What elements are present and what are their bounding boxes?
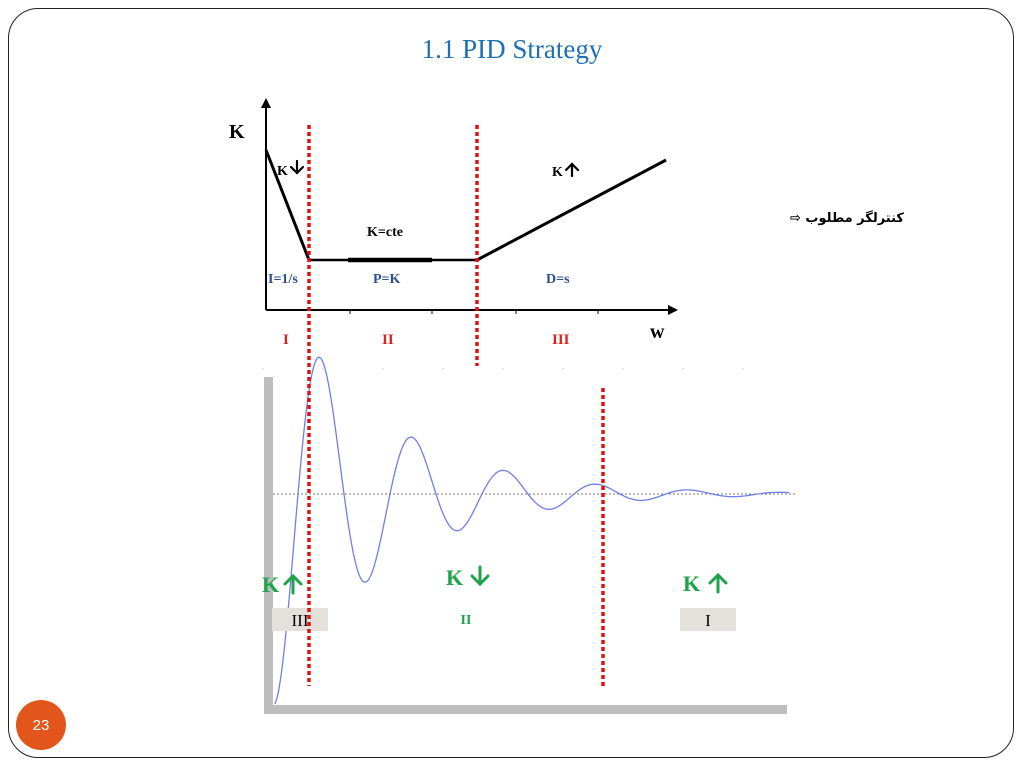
region-label-iii: III [292,611,309,630]
k-up-label-left: K [262,572,279,597]
k-down-label-middle: K [446,565,463,590]
integral-term-label: I=1/s [268,272,298,287]
proportional-term-label: P=K [373,272,401,287]
region-numeral-ii: II [382,332,394,348]
gain-vs-frequency-plot: K w K K=cte K I=1/s P=K D=s I II III کنت… [229,98,904,370]
k-up-label: K [552,165,563,180]
y-axis-label: K [229,121,245,143]
region-label-ii: II [461,613,472,628]
k-down-label: K [277,164,288,179]
x-axis-ticks [349,310,599,314]
gain-falling-segment [264,149,311,261]
region-box-i [680,608,736,631]
region-box-iii [272,608,328,631]
arrow-down-icon [289,159,305,175]
region-numeral-iii: III [552,332,570,348]
x-axis-label: w [650,321,665,343]
region-label-i: I [705,611,711,630]
derivative-term-label: D=s [546,272,570,287]
k-up-label-right: K [683,571,700,596]
region-numeral-i: I [283,332,289,348]
arrow-up-icon [564,162,580,178]
desired-controller-label: کنترلگر مطلوب ⇨ [790,210,904,226]
arrow-up-icon [283,573,303,595]
slide-frame [8,8,1014,758]
arrow-down-icon [470,565,490,587]
page-number-badge: 23 [16,700,66,750]
k-constant-label: K=cte [367,225,403,240]
arrow-up-icon [708,572,728,594]
oscillating-response-curve [274,356,790,705]
step-response-plot: K K K III II I [262,356,797,714]
gain-rising-segment [476,158,667,262]
slide-title: 1.1 PID Strategy [421,34,603,64]
region-dividers [307,125,605,686]
response-x-axis [264,705,787,714]
response-y-axis [264,377,273,714]
